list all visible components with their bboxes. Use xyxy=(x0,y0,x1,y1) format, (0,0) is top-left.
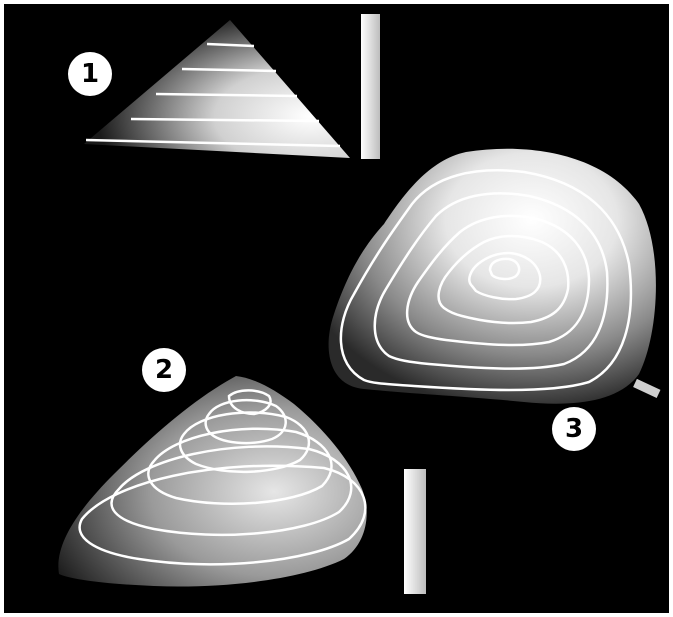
triangle-surface xyxy=(84,20,350,158)
contour-models-scene xyxy=(4,4,669,613)
hill-model xyxy=(329,149,661,404)
triangle-model xyxy=(84,14,380,159)
cone-scale-bar xyxy=(404,469,426,594)
cone-surface xyxy=(58,376,366,587)
label-1-badge: 1 xyxy=(68,52,112,96)
photograph: 1 2 3 xyxy=(4,4,669,613)
hill-scale-bar xyxy=(633,379,660,398)
cone-model xyxy=(58,376,426,594)
label-2-badge: 2 xyxy=(142,348,186,392)
triangle-scale-bar xyxy=(361,14,380,159)
label-3-badge: 3 xyxy=(552,407,596,451)
